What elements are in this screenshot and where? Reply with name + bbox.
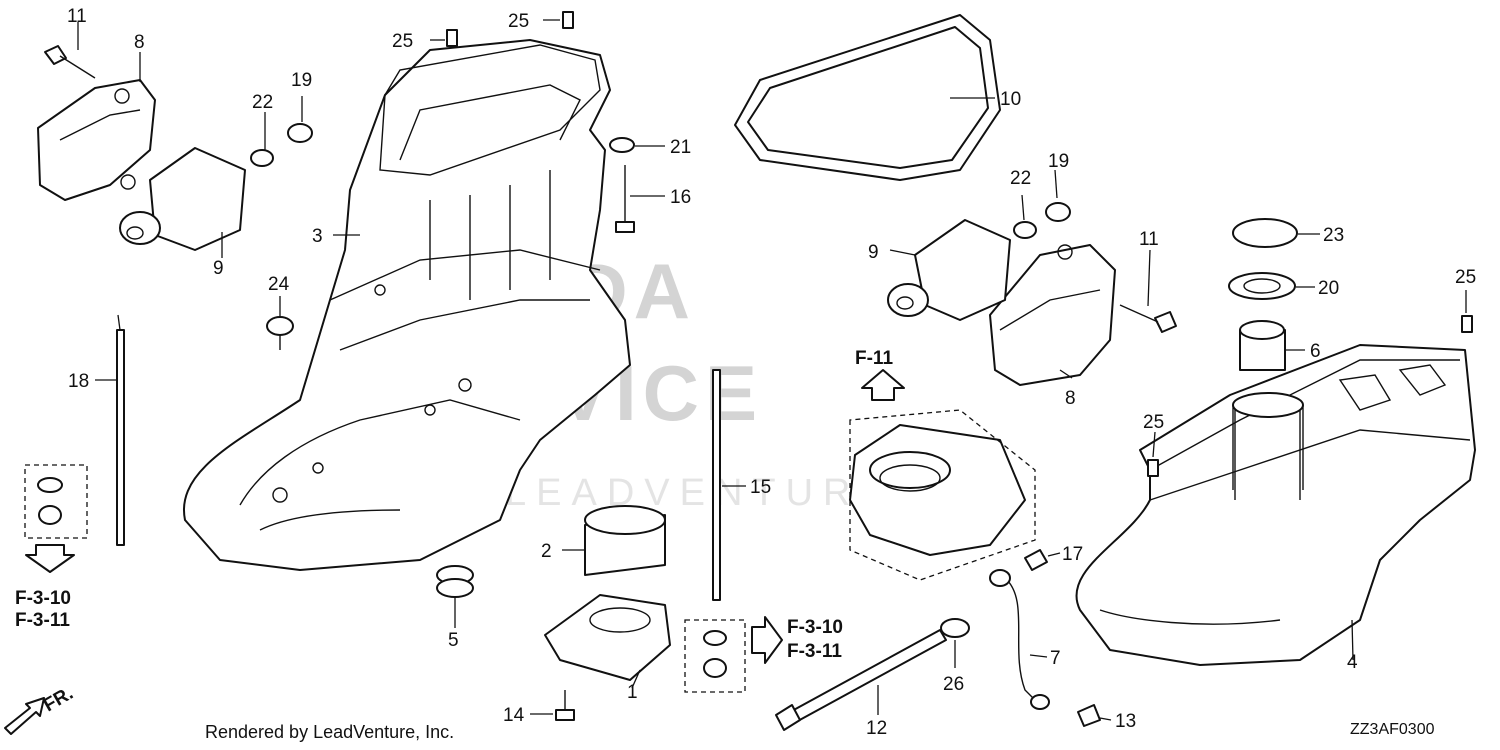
mount-rubber-9-left — [119, 147, 246, 251]
ref-mid-a: F-3-10 — [787, 617, 843, 638]
hardware — [37, 11, 1473, 731]
label-6: 6 — [1310, 341, 1321, 362]
ref-left-a: F-3-10 — [15, 588, 71, 609]
extension-case-3 — [182, 39, 631, 571]
ref-mid-b: F-3-11 — [787, 641, 842, 662]
label-20: 20 — [1318, 278, 1339, 299]
label-21: 21 — [670, 137, 691, 158]
diagram-code: ZZ3AF0300 — [1350, 721, 1435, 738]
label-25: 25 — [1143, 412, 1164, 433]
arrow-down-icon — [25, 544, 75, 573]
mount-bracket-8-right — [989, 244, 1116, 386]
label-11: 11 — [1139, 229, 1159, 250]
mount-rubber-9-right — [887, 219, 1011, 321]
label-19: 19 — [1048, 151, 1069, 172]
label-16: 16 — [670, 187, 691, 208]
label-7: 7 — [1050, 648, 1061, 669]
label-17: 17 — [1062, 544, 1083, 565]
ref-left-b: F-3-11 — [15, 610, 70, 631]
label-22: 22 — [1010, 168, 1031, 189]
label-15: 15 — [750, 477, 771, 498]
label-24: 24 — [268, 274, 290, 295]
label-13: 13 — [1115, 711, 1136, 732]
label-12: 12 — [866, 718, 887, 739]
label-22: 22 — [252, 92, 273, 113]
part-labels: 11 8 9 22 19 25 25 10 21 16 3 24 18 19 2… — [67, 6, 1476, 739]
watermark-line3: LEADVENTURE — [505, 472, 896, 514]
label-25: 25 — [392, 31, 413, 52]
label-18: 18 — [68, 371, 89, 392]
reference-boxes — [4, 369, 1036, 735]
direction-label: FR. — [40, 683, 77, 716]
label-10: 10 — [1000, 89, 1021, 110]
label-9: 9 — [868, 242, 879, 263]
arrow-right-icon — [751, 616, 783, 664]
label-25: 25 — [1455, 267, 1476, 288]
front-arrow-icon — [4, 697, 45, 735]
label-8: 8 — [134, 32, 145, 53]
mount-bracket-8-left — [37, 79, 156, 201]
label-11: 11 — [67, 6, 87, 27]
label-23: 23 — [1323, 225, 1344, 246]
credit-text: Rendered by LeadVenture, Inc. — [205, 722, 454, 742]
ref-top: F-11 — [855, 348, 893, 369]
label-5: 5 — [448, 630, 459, 651]
label-1: 1 — [627, 682, 638, 703]
label-2: 2 — [541, 541, 552, 562]
label-4: 4 — [1347, 652, 1358, 673]
label-8: 8 — [1065, 388, 1076, 409]
label-26: 26 — [943, 674, 964, 695]
lower-case-4 — [1075, 344, 1476, 666]
gasket-10 — [734, 14, 1001, 181]
label-9: 9 — [213, 258, 224, 279]
reference-labels: F-3-10 F-3-11 F-3-10 F-3-11 F-11 FR. — [15, 348, 893, 716]
leader-lines — [77, 19, 1467, 721]
label-25: 25 — [508, 11, 529, 32]
arrow-up-icon — [861, 369, 905, 401]
label-14: 14 — [503, 705, 525, 726]
label-3: 3 — [312, 226, 323, 247]
label-19: 19 — [291, 70, 312, 91]
